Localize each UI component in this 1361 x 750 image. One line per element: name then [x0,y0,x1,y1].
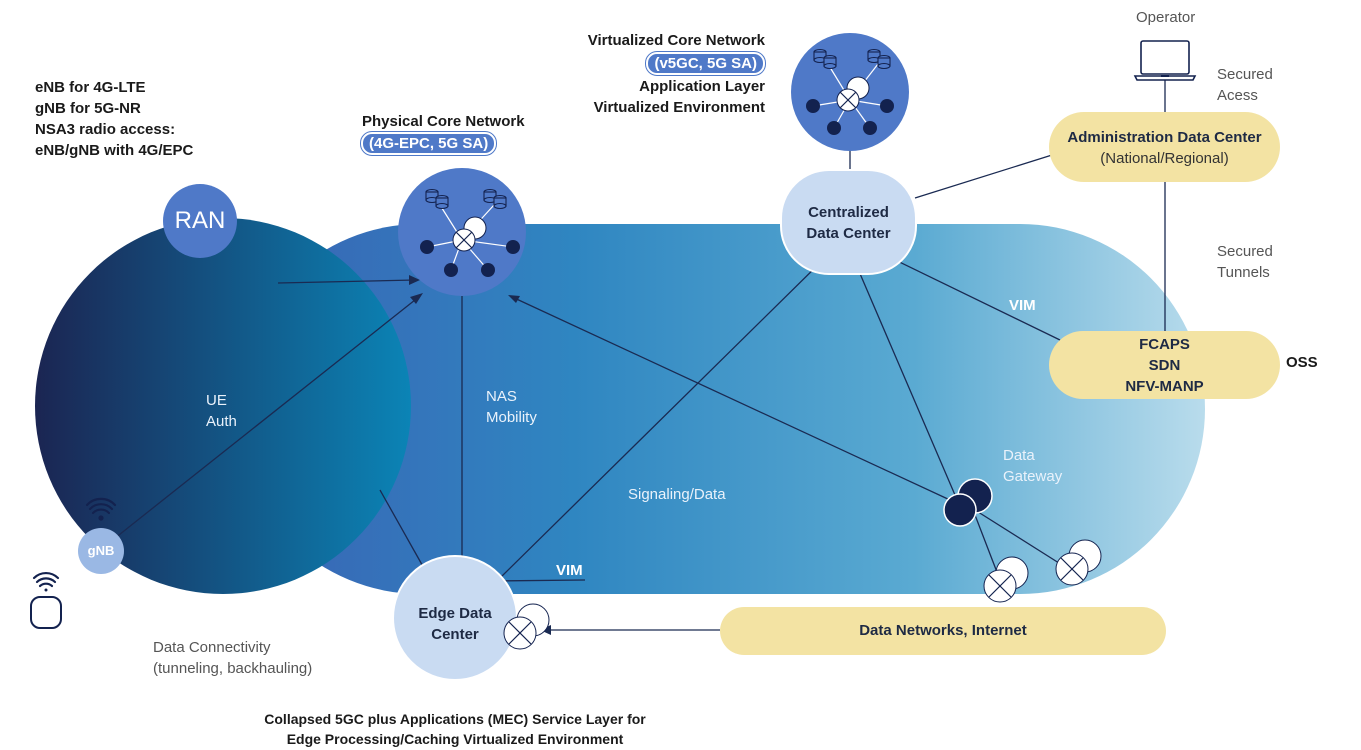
secured-access-line-1: Secured [1217,66,1273,83]
ran-desc-line-2: gNB for 5G-NR [35,100,141,117]
oss-line-1: FCAPS [1139,336,1190,353]
centralized-line-1: Centralized [808,204,889,221]
physical-core-tag-wrap: (4G-EPC, 5G SA) [359,131,498,156]
oss-box-label: FCAPS SDN NFV-MANP [1049,334,1280,397]
link-core-gateway [509,295,951,501]
gateway-node-front [943,493,977,527]
ue-line: UE [206,392,227,409]
centralized-dc-label: Centralized Data Center [781,202,916,244]
physical-core-tag: (4G-EPC, 5G SA) [359,131,498,156]
edge-dc-label: Edge Data Center [408,603,502,645]
edge-line-2: Center [431,626,479,643]
ran-desc-line-4: eNB/gNB with 4G/EPC [35,142,194,159]
nas-line: NAS [486,388,517,405]
edge-dc-router [503,603,550,650]
virtual-core-title: Virtualized Core Network [587,32,765,49]
link-gateway-x2 [974,509,1071,571]
ue-auth-label: UE Auth [206,390,237,432]
data-connectivity-line-1: Data Connectivity [153,639,271,656]
gateway-line-2: Gateway [1003,468,1063,485]
data-connectivity-line-2: (tunneling, backhauling) [153,660,313,677]
ran-badge [163,184,237,258]
link-edge-centralized [499,254,829,579]
vim-top-label: VIM [1009,297,1036,314]
gnb-wifi-icon [85,497,117,521]
virtual-core-tag: (v5GC, 5G SA) [645,51,766,76]
link-vim-edge [492,579,586,582]
arrow-core-gateway [508,295,520,303]
link-centralized-admin [914,149,1069,199]
link-ran-core [277,279,416,284]
admin-dc-sub: (National/Regional) [1100,150,1229,167]
admin-dc-title: Administration Data Center [1067,129,1262,146]
arrow-ran-core [409,275,420,285]
virtual-core-desc-1: Application Layer [639,78,765,95]
data-gateway-label: Data Gateway [1003,445,1062,487]
ran-circle [35,218,411,594]
link-centralized-oss [884,254,1061,341]
data-networks-shape [720,607,1166,655]
footer-line-1: Collapsed 5GC plus Applications (MEC) Se… [264,711,646,727]
arrow-gnb-core [410,293,423,304]
signaling-data-label: Signaling/Data [628,486,726,503]
secured-tunnels-line-2: Tunnels [1217,264,1270,281]
oss-label: OSS [1286,354,1318,371]
secured-access-label: Secured Acess [1217,64,1273,106]
gnb-label: gNB [87,543,115,558]
ue-device-icon [30,571,62,629]
centralized-dc-shape [780,169,917,275]
auth-line: Auth [206,413,237,430]
physical-core-node [398,168,526,296]
secured-tunnels-label: Secured Tunnels [1217,241,1273,283]
data-connectivity-label: Data Connectivity (tunneling, backhaulin… [153,637,312,679]
gateway-line-1: Data [1003,447,1035,464]
laptop-icon [1133,40,1197,81]
data-networks-label: Data Networks, Internet [859,622,1027,639]
ran-desc-line-1: eNB for 4G-LTE [35,79,146,96]
gateway-router-2 [1055,539,1102,586]
virtual-core-label: Virtualized Core Network (v5GC, 5G SA) A… [540,30,766,118]
edge-line-1: Edge Data [418,605,492,622]
nas-mobility-label: NAS Mobility [486,386,537,428]
link-centralized-gateway [854,261,956,496]
link-gateway-x1 [974,514,1001,581]
gnb-node [78,528,124,574]
ran-description: eNB for 4G-LTE gNB for 5G-NR NSA3 radio … [35,77,193,161]
footer-caption: Collapsed 5GC plus Applications (MEC) Se… [200,709,710,749]
secured-tunnels-line-1: Secured [1217,243,1273,260]
centralized-line-2: Data Center [806,225,891,242]
footer-line-2: Edge Processing/Caching Virtualized Envi… [286,731,624,747]
oss-box-shape [1049,331,1280,399]
ran-title: RAN [174,207,226,234]
virtual-core-node [791,33,909,151]
virtual-core-desc-2: Virtualized Environment [593,99,765,116]
ran-desc-line-3: NSA3 radio access: [35,121,176,138]
operator-label: Operator [1136,9,1196,26]
link-ran-edge [379,489,426,571]
admin-dc-shape [1049,112,1280,182]
link-gnb-core [99,295,421,551]
oss-line-3: NFV-MANP [1125,378,1204,395]
gateway-router-1 [983,556,1029,603]
admin-dc-label: Administration Data Center (National/Reg… [1049,127,1280,169]
physical-core-title: Physical Core Network [362,113,525,130]
mobility-line: Mobility [486,409,537,426]
oss-line-2: SDN [1148,357,1181,374]
vim-bottom-label: VIM [556,562,583,579]
secured-access-line-2: Acess [1217,87,1258,104]
